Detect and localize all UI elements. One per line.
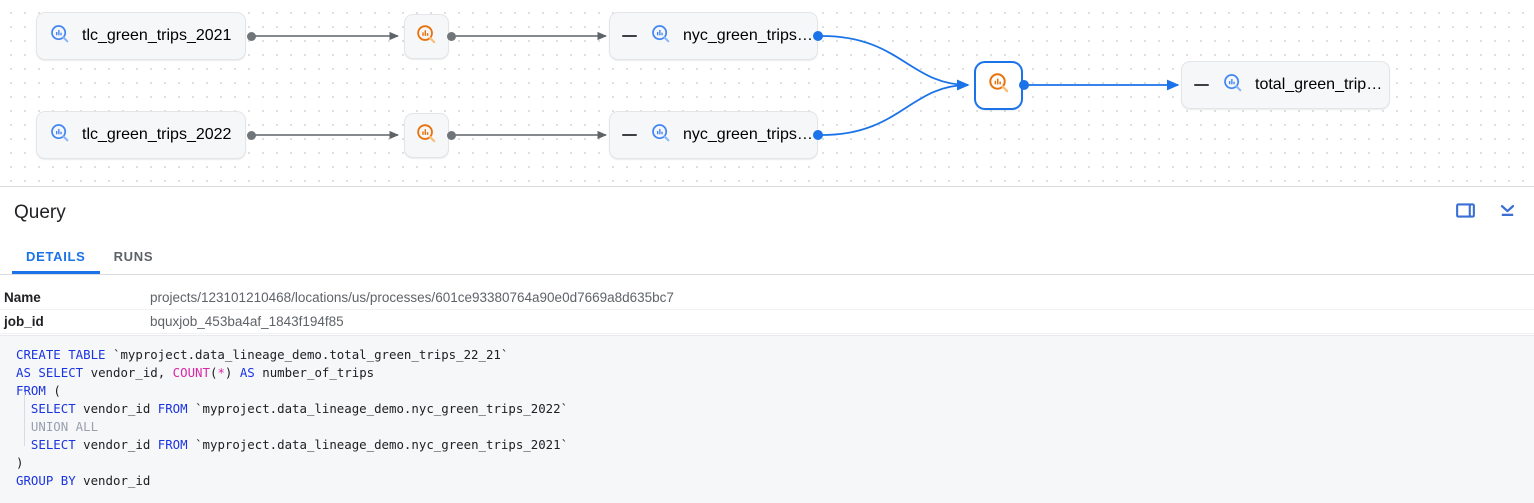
lineage-node-nyc-green-trips-2021[interactable]: nyc_green_trips…: [609, 12, 818, 60]
panel-divider: [0, 186, 1534, 187]
detail-value: bquxjob_453ba4af_1843f194f85: [150, 314, 344, 329]
query-panel-tabs: DETAILS RUNS: [0, 239, 1534, 275]
split-panel-icon: [1455, 201, 1475, 225]
node-output-port[interactable]: [247, 131, 256, 140]
lineage-node-label: tlc_green_trips_2022: [82, 126, 232, 143]
lineage-node-label: nyc_green_trips…: [683, 126, 813, 143]
bigquery-table-icon: [650, 122, 672, 149]
table-row: job_id bquxjob_453ba4af_1843f194f85: [0, 310, 1534, 334]
node-output-port[interactable]: [813, 130, 823, 140]
lineage-node-process-1[interactable]: [404, 14, 449, 59]
lineage-node-tlc-green-trips-2021[interactable]: tlc_green_trips_2021: [36, 12, 246, 60]
lineage-node-total-green-trips[interactable]: total_green_trip…: [1181, 61, 1390, 109]
bigquery-process-icon: [415, 23, 438, 51]
table-row: Name projects/123101210468/locations/us/…: [0, 286, 1534, 310]
collapse-panel-icon: [1498, 201, 1517, 225]
panel-header-actions: [1452, 200, 1520, 226]
sql-code-text: CREATE TABLE `myproject.data_lineage_dem…: [16, 347, 569, 488]
bigquery-table-icon: [49, 122, 71, 149]
tab-details[interactable]: DETAILS: [12, 238, 100, 274]
bigquery-process-icon: [987, 71, 1011, 100]
node-output-port[interactable]: [447, 131, 456, 140]
details-table: Name projects/123101210468/locations/us/…: [0, 275, 1534, 334]
lineage-canvas[interactable]: tlc_green_trips_2021 tlc_green_trips_202…: [0, 0, 1534, 186]
split-panel-button[interactable]: [1452, 200, 1478, 226]
collapse-dash-icon[interactable]: [1194, 84, 1209, 86]
lineage-node-nyc-green-trips-2022[interactable]: nyc_green_trips…: [609, 111, 818, 159]
tab-runs[interactable]: RUNS: [113, 248, 154, 264]
lineage-node-label: nyc_green_trips…: [683, 27, 813, 44]
detail-value: projects/123101210468/locations/us/proce…: [150, 290, 674, 305]
query-panel-header: Query: [0, 187, 1534, 239]
lineage-node-tlc-green-trips-2022[interactable]: tlc_green_trips_2022: [36, 111, 246, 159]
node-output-port[interactable]: [813, 31, 823, 41]
lineage-node-process-selected[interactable]: [974, 61, 1023, 110]
node-output-port[interactable]: [247, 32, 256, 41]
lineage-node-label: tlc_green_trips_2021: [82, 27, 232, 44]
detail-key: job_id: [4, 314, 44, 329]
indent-guide: [24, 392, 25, 446]
node-output-port[interactable]: [1019, 80, 1029, 90]
lineage-node-label: total_green_trip…: [1255, 76, 1383, 93]
sql-code-block[interactable]: CREATE TABLE `myproject.data_lineage_dem…: [0, 335, 1534, 503]
collapse-dash-icon[interactable]: [622, 134, 637, 136]
collapse-dash-icon[interactable]: [622, 35, 637, 37]
query-panel: Query: [0, 187, 1534, 503]
page-title: Query: [14, 202, 66, 223]
detail-key: Name: [4, 290, 41, 305]
bigquery-table-icon: [650, 23, 672, 50]
lineage-node-process-2[interactable]: [404, 113, 449, 158]
collapse-panel-button[interactable]: [1494, 200, 1520, 226]
bigquery-table-icon: [49, 23, 71, 50]
bigquery-process-icon: [415, 122, 438, 150]
bigquery-table-icon: [1222, 72, 1244, 99]
node-output-port[interactable]: [447, 32, 456, 41]
